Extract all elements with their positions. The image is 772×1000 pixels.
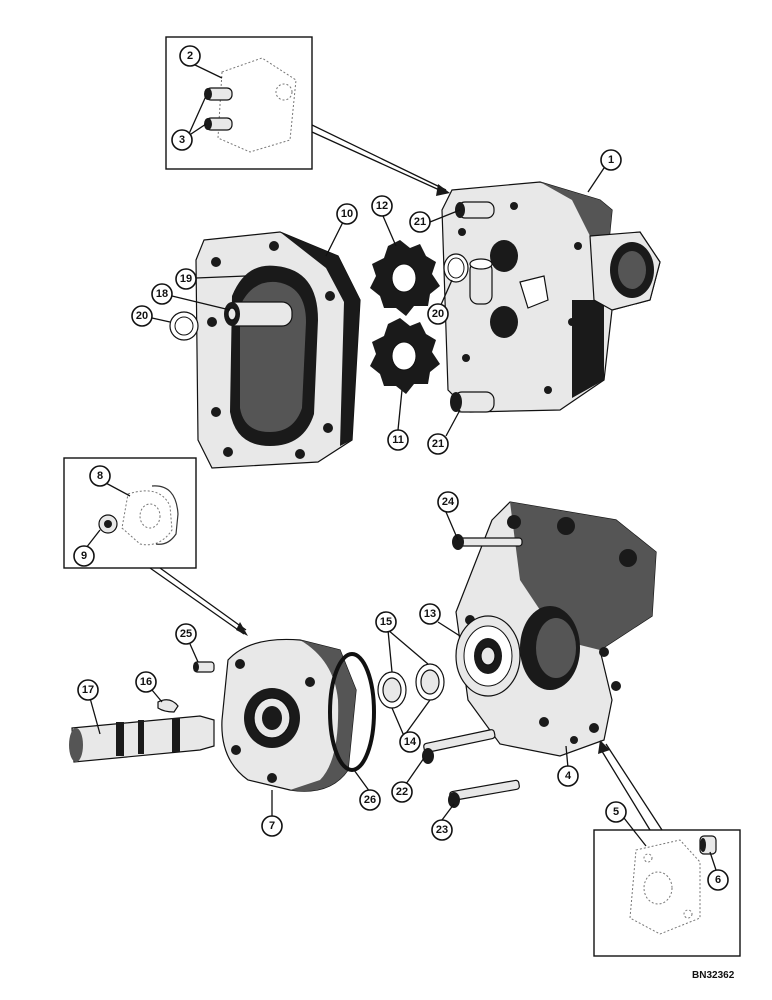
front-cover-part-7: [221, 638, 357, 792]
svg-text:15: 15: [380, 616, 392, 628]
callout-21-upper: 21: [409, 211, 431, 233]
gear-housing-part-10: [169, 231, 361, 469]
leader-2: [192, 63, 223, 79]
callout-7: 7: [261, 815, 283, 837]
leader-3b: [187, 123, 207, 137]
callout-12: 12: [371, 195, 393, 217]
svg-text:1: 1: [608, 154, 614, 166]
svg-text:20: 20: [432, 308, 444, 320]
svg-text:21: 21: [414, 216, 426, 228]
body-bore-upper: [490, 240, 518, 272]
svg-text:21: 21: [432, 438, 444, 450]
svg-text:8: 8: [97, 470, 103, 482]
svg-text:23: 23: [436, 824, 448, 836]
svg-text:14: 14: [404, 736, 417, 748]
inset-frame-bottom: [593, 829, 741, 957]
callout-16: 16: [135, 671, 157, 693]
ghost-port: [275, 83, 293, 101]
callout-24: 24: [437, 491, 459, 513]
callout-25: 25: [175, 623, 197, 645]
spacer-rings: [377, 663, 445, 709]
callout-18: 18: [151, 283, 173, 305]
svg-text:11: 11: [392, 434, 404, 446]
callout-14: 14: [399, 731, 421, 753]
svg-text:24: 24: [442, 496, 455, 508]
pump-body-part-1: [441, 181, 661, 413]
svg-text:12: 12: [376, 200, 388, 212]
callout-layer: 2 3 1 10 12 21 19 18 20 20 11 21 8 9 24 …: [73, 45, 729, 891]
inset-flange-nut: [63, 457, 248, 636]
callout-22: 22: [391, 781, 413, 803]
drive-shaft-17: [69, 715, 215, 763]
callout-11: 11: [387, 429, 409, 451]
svg-text:9: 9: [81, 550, 87, 562]
svg-text:5: 5: [613, 806, 619, 818]
inset-plate-bushing: [593, 740, 741, 957]
body-bore-lower: [490, 306, 518, 338]
callout-15: 15: [375, 611, 397, 633]
svg-text:13: 13: [424, 608, 436, 620]
callout-13: 13: [419, 603, 441, 625]
callout-3: 3: [171, 129, 193, 151]
svg-text:16: 16: [140, 676, 152, 688]
callout-17: 17: [77, 679, 99, 701]
body-dowels: [443, 201, 495, 413]
callout-4: 4: [557, 765, 579, 787]
callout-2: 2: [179, 45, 201, 67]
gear-12: [370, 240, 440, 316]
svg-text:25: 25: [180, 628, 192, 640]
bolt-22: [422, 729, 496, 764]
callout-19: 19: [175, 268, 197, 290]
svg-text:19: 19: [180, 273, 192, 285]
callout-21-lower: 21: [427, 433, 449, 455]
callout-6: 6: [707, 869, 729, 891]
svg-text:4: 4: [565, 770, 572, 782]
callout-1: 1: [600, 149, 622, 171]
svg-text:17: 17: [82, 684, 94, 696]
inset-frame-left: [63, 457, 197, 569]
callout-23: 23: [431, 819, 453, 841]
inset-arrow-line-a: [311, 124, 447, 191]
svg-text:10: 10: [341, 208, 353, 220]
leaders-top: [151, 167, 605, 437]
leader-3a: [187, 95, 207, 137]
svg-text:20: 20: [136, 310, 148, 322]
svg-text:18: 18: [156, 288, 168, 300]
bolt-23: [448, 779, 520, 808]
callout-20-right: 20: [427, 303, 449, 325]
inset-arrowhead: [436, 184, 450, 196]
document-number: BN32362: [692, 970, 735, 981]
leaders-bottom: [89, 511, 569, 821]
callout-20-left: 20: [131, 305, 153, 327]
key-16: [157, 699, 179, 713]
svg-text:3: 3: [179, 134, 185, 146]
o-ring-26: [328, 652, 376, 772]
callout-26: 26: [359, 789, 381, 811]
bearing-13: [455, 615, 521, 697]
inset-cover-dowels: [165, 36, 450, 196]
callout-9: 9: [73, 545, 95, 567]
svg-text:26: 26: [364, 794, 376, 806]
svg-text:2: 2: [187, 50, 193, 62]
gear-11: [370, 318, 440, 394]
callout-10: 10: [336, 203, 358, 225]
inset-arrow-line-b: [311, 131, 447, 194]
callout-5: 5: [605, 801, 627, 823]
callout-8: 8: [89, 465, 111, 487]
nut-9: [98, 514, 118, 534]
svg-text:7: 7: [269, 820, 275, 832]
dowel-pins: [204, 87, 233, 131]
bolt-24: [452, 534, 523, 550]
mounting-flange-part-4: [455, 501, 657, 757]
svg-text:6: 6: [715, 874, 721, 886]
svg-text:22: 22: [396, 786, 408, 798]
body-port-rect: [519, 275, 549, 309]
